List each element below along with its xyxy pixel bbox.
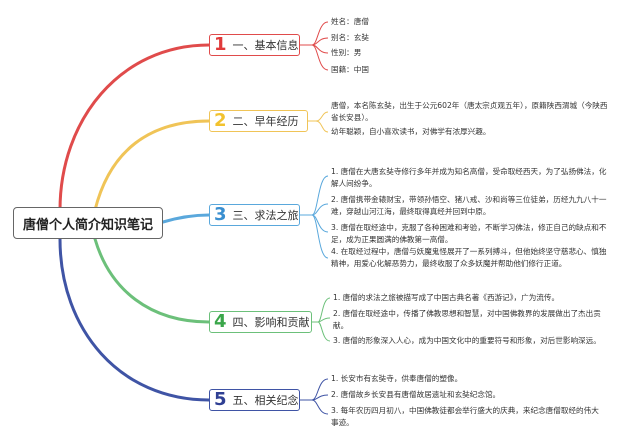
branch-number: 4	[214, 311, 227, 332]
leaf-gender: 性别：男	[331, 48, 362, 57]
leaf-alias: 别名：玄奘	[331, 33, 369, 42]
connector-root-branch-5	[58, 237, 211, 402]
leaf-nationality: 国籍：中国	[331, 65, 369, 74]
branch-label: 二、早年经历	[232, 115, 299, 128]
leaf-name: 姓名：唐僧	[331, 17, 369, 26]
leaf-journey-1: 1. 唐僧在大唐玄奘寺修行多年并成为知名高僧，受命取经西天，为了弘扬佛法，化解人…	[331, 167, 607, 188]
leaf-memorial-1: 1. 长安市有玄奘寺，供奉唐僧的塑像。	[331, 374, 463, 383]
leaf-memorial-2: 2. 唐僧故乡长安县有唐僧故居遗址和玄奘纪念馆。	[331, 390, 501, 399]
connector-root-branch-4	[93, 237, 211, 324]
branch-influence[interactable]: 4 四、影响和贡献	[209, 311, 312, 333]
branch-label: 三、求法之旅	[232, 209, 299, 222]
root-title: 唐僧个人简介知识笔记	[22, 217, 153, 233]
branch-number: 3	[214, 204, 227, 225]
branch-label: 五、相关纪念	[232, 394, 299, 407]
leaf-birth: 唐僧，本名陈玄奘，出生于公元602年（唐太宗贞观五年），原籍陕西渭城（今陕西省长…	[331, 101, 608, 122]
leaf-journey-4: 4. 在取经过程中，唐僧与妖魔鬼怪展开了一系列搏斗，但他始终坚守慈悲心、慎独精神…	[331, 247, 607, 268]
branch-label: 一、基本信息	[232, 39, 299, 52]
branch-basic-info[interactable]: 1 一、基本信息	[209, 34, 300, 56]
leaf-influence-1: 1. 唐僧的求法之旅被描写成了中国古典名著《西游记》，广为流传。	[333, 293, 560, 302]
connector-root-branch-3	[161, 213, 211, 224]
leaf-memorial-3: 3. 每年农历四月初八，中国佛教徒都会举行盛大的庆典，来纪念唐僧取经的伟大事迹。	[331, 406, 599, 427]
branch-number: 2	[214, 110, 227, 131]
branch-number: 1	[214, 34, 227, 55]
leaf-journey-3: 3. 唐僧在取经途中，克服了各种困难和考验，不断学习佛法，修正自己的缺点和不足，…	[331, 223, 607, 244]
branch-number: 5	[214, 389, 227, 410]
branch-journey[interactable]: 3 三、求法之旅	[209, 204, 300, 226]
branch-label: 四、影响和贡献	[232, 316, 310, 329]
leaf-childhood: 幼年聪颖，自小喜欢读书，对佛学有浓厚兴趣。	[331, 127, 491, 136]
branch-memorials[interactable]: 5 五、相关纪念	[209, 389, 300, 411]
branch-early-life[interactable]: 2 二、早年经历	[209, 110, 308, 132]
root-node[interactable]: 唐僧个人简介知识笔记	[13, 207, 163, 239]
leaf-influence-2: 2. 唐僧在取经途中，传播了佛教思想和智慧，对中国佛教界的发展做出了杰出贡献。	[333, 309, 601, 330]
connector-root-branch-2	[93, 119, 211, 212]
leaf-journey-2: 2. 唐僧携带金辕财宝，带领孙悟空、猪八戒、沙和尚等三位徒弟，历经九九八十一难，…	[331, 195, 607, 216]
leaf-influence-3: 3. 唐僧的形象深入人心，成为中国文化中的重要符号和形象，对后世影响深远。	[333, 336, 601, 345]
connector-root-branch-1	[58, 43, 211, 212]
